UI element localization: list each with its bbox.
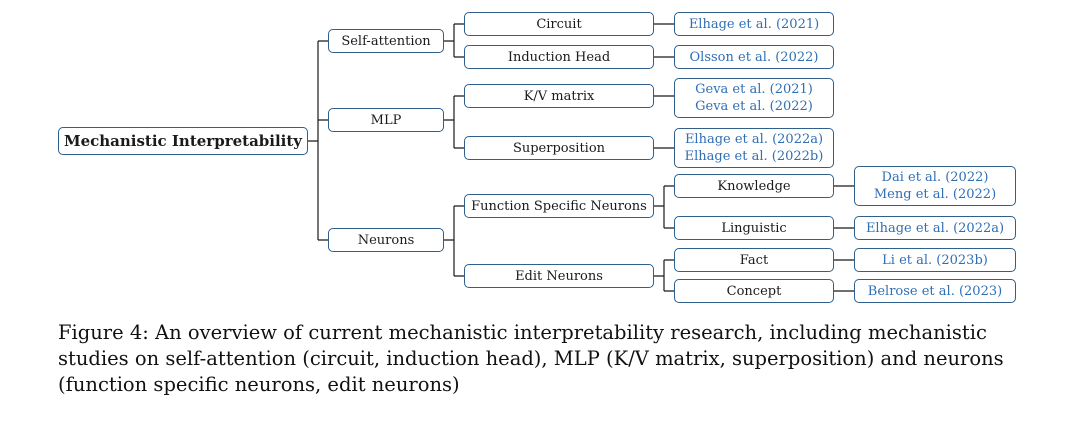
- citation-fact: Li et al. (2023b): [854, 248, 1016, 272]
- connector-neurons: [444, 205, 464, 277]
- citation-kv-matrix: Geva et al. (2021) Geva et al. (2022): [674, 78, 834, 118]
- citation-circuit: Elhage et al. (2021): [674, 12, 834, 36]
- node-linguistic: Linguistic: [674, 216, 834, 240]
- citation-text: Dai et al. (2022): [881, 170, 989, 185]
- citation-linguistic: Elhage et al. (2022a): [854, 216, 1016, 240]
- root-node: Mechanistic Interpretability: [58, 127, 308, 155]
- citation-text: Elhage et al. (2022a): [865, 220, 1005, 236]
- citation-text: Olsson et al. (2022): [689, 49, 819, 65]
- citation-text: Elhage et al. (2022b): [684, 149, 824, 164]
- citation-induction-head: Olsson et al. (2022): [674, 45, 834, 69]
- citation-text: Meng et al. (2022): [873, 187, 997, 202]
- connector-function-specific: [654, 185, 674, 229]
- citation-concept: Belrose et al. (2023): [854, 279, 1016, 303]
- citation-text: Elhage et al. (2022a): [684, 132, 824, 147]
- category-mlp: MLP: [328, 108, 444, 132]
- node-induction-head: Induction Head: [464, 45, 654, 69]
- node-concept: Concept: [674, 279, 834, 303]
- citation-superposition: Elhage et al. (2022a) Elhage et al. (202…: [674, 128, 834, 168]
- node-knowledge: Knowledge: [674, 174, 834, 198]
- citation-text: Li et al. (2023b): [882, 252, 988, 268]
- connector-mlp: [444, 95, 464, 149]
- node-circuit: Circuit: [464, 12, 654, 36]
- node-fact: Fact: [674, 248, 834, 272]
- citation-text: Belrose et al. (2023): [867, 283, 1003, 299]
- citation-text: Elhage et al. (2021): [688, 16, 820, 32]
- citation-text: Geva et al. (2021): [695, 82, 813, 97]
- node-edit-neurons: Edit Neurons: [464, 264, 654, 288]
- figure-caption: Figure 4: An overview of current mechani…: [58, 321, 1004, 396]
- connector-root: [308, 40, 328, 241]
- node-kv-matrix: K/V matrix: [464, 84, 654, 108]
- node-superposition: Superposition: [464, 136, 654, 160]
- category-self-attention: Self-attention: [328, 29, 444, 53]
- category-neurons: Neurons: [328, 228, 444, 252]
- citation-knowledge: Dai et al. (2022) Meng et al. (2022): [854, 166, 1016, 206]
- citation-text: Geva et al. (2022): [695, 99, 813, 114]
- node-function-specific-neurons: Function Specific Neurons: [464, 194, 654, 218]
- tree-connectors: [308, 23, 854, 292]
- connector-self-attention: [444, 23, 464, 58]
- connector-edit-neurons: [654, 259, 674, 292]
